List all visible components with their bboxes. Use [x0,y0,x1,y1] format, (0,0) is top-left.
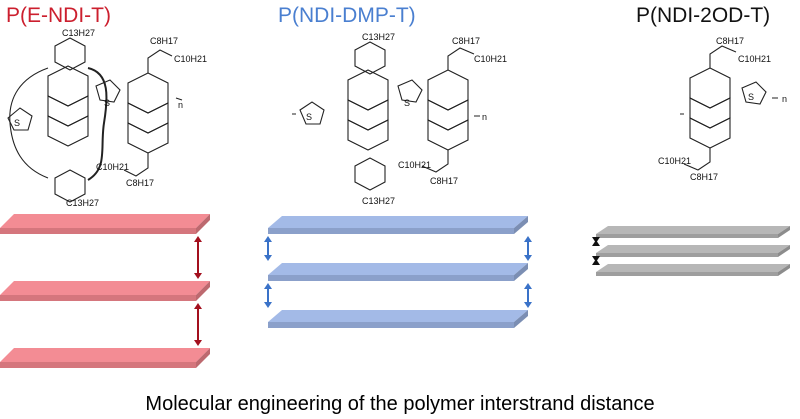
label-p1-c10h21-bottom: C10H21 [96,162,129,172]
macrocycle-right-loop [87,67,108,181]
molecular-structures: C13H27 C8H17 C10H21 C10H21 C8H17 C13H27 … [7,28,787,208]
thiophene-left [7,107,33,131]
slab-front [596,253,778,257]
structure-e-ndi-t [7,37,183,203]
label-p2-c8h17-bottom: C8H17 [430,176,458,186]
label-p3-n: n [782,94,787,104]
slab-top [268,216,528,228]
aryl-ring-top [54,37,86,71]
arrow-head-up [264,236,272,242]
caption: Molecular engineering of the polymer int… [145,393,655,415]
slab-side [196,214,210,234]
thiophene-left-2 [299,101,325,125]
label-p2-c8h17-top: C8H17 [452,36,480,46]
label-p2-c13h27-top: C13H27 [362,32,395,42]
arrow-head-up [194,303,202,309]
arrow-head-up [524,283,532,289]
slab-front [596,234,778,238]
slab-top [596,264,790,272]
label-p3-c10h21-top: C10H21 [738,54,771,64]
label-p2-n: n [482,112,487,122]
slab-side [778,226,790,238]
arrow-head-down [264,302,272,308]
stack-panel-1 [0,214,210,368]
slab-top [0,214,210,228]
structure-ndi-2od-t [680,45,778,171]
arrow-head-up [264,283,272,289]
arrow-head-down [264,255,272,261]
slab-front [268,275,514,281]
arrow-head-down [524,302,532,308]
title-p-ndi-dmp-t: P(NDI-DMP-T) [278,4,416,27]
arrow-head-down [194,340,202,346]
label-p1-s-left: S [14,118,20,128]
label-p1-c8h17-top: C8H17 [150,36,178,46]
label-p3-c10h21-bottom: C10H21 [658,156,691,166]
slab-side [514,263,528,281]
title-p-ndi-2od-t: P(NDI-2OD-T) [636,4,771,27]
slab-top [268,263,528,275]
arrow-head-up [524,236,532,242]
slab-front [0,362,196,368]
aryl-ring-bottom-2 [354,157,386,191]
label-p2-s-mid: S [404,98,410,108]
slab-top [0,281,210,295]
thiophene-bridge [95,79,121,103]
stack-panel-3 [592,226,790,276]
slab-side [778,264,790,276]
label-p3-s: S [748,92,754,102]
arrow-head-down [194,273,202,279]
label-p2-c10h21-bottom: C10H21 [398,160,431,170]
slab-top [596,226,790,234]
slab-top [596,245,790,253]
label-p1-c13h27-bottom: C13H27 [66,198,99,208]
arrow-head-down [592,256,600,262]
slab-top [268,310,528,322]
structure-ndi-dmp-t [292,41,480,191]
title-p-e-ndi-t: P(E-NDI-T) [6,4,111,27]
label-p1-s-bridge: S [104,98,110,108]
slab-front [596,272,778,276]
stack-panel-2 [264,216,532,328]
slab-top [0,348,210,362]
label-p1-c13h27-top: C13H27 [62,28,95,38]
label-p2-c13h27-bottom: C13H27 [362,196,395,206]
slab-side [514,310,528,328]
aryl-ring-bottom [54,169,86,203]
slab-side [196,348,210,368]
arrow-head-up [194,236,202,242]
aryl-ring-top-2 [354,41,386,75]
slab-front [268,322,514,328]
label-p1-c8h17-bottom: C8H17 [126,178,154,188]
slab-side [514,216,528,234]
label-p3-c8h17-top: C8H17 [716,36,744,46]
slab-front [0,228,196,234]
arrow-head-down [524,255,532,261]
arrow-head-down [592,237,600,243]
slab-front [268,228,514,234]
thiophene-3 [741,81,767,105]
slab-side [778,245,790,257]
thiophene-mid-2 [397,79,423,103]
label-p2-s-left: S [306,112,312,122]
label-p3-c8h17-bottom: C8H17 [690,172,718,182]
slab-front [0,295,196,301]
label-p1-c10h21-top: C10H21 [174,54,207,64]
slab-side [196,281,210,301]
label-p2-c10h21-top: C10H21 [474,54,507,64]
label-p1-n: n [178,100,183,110]
